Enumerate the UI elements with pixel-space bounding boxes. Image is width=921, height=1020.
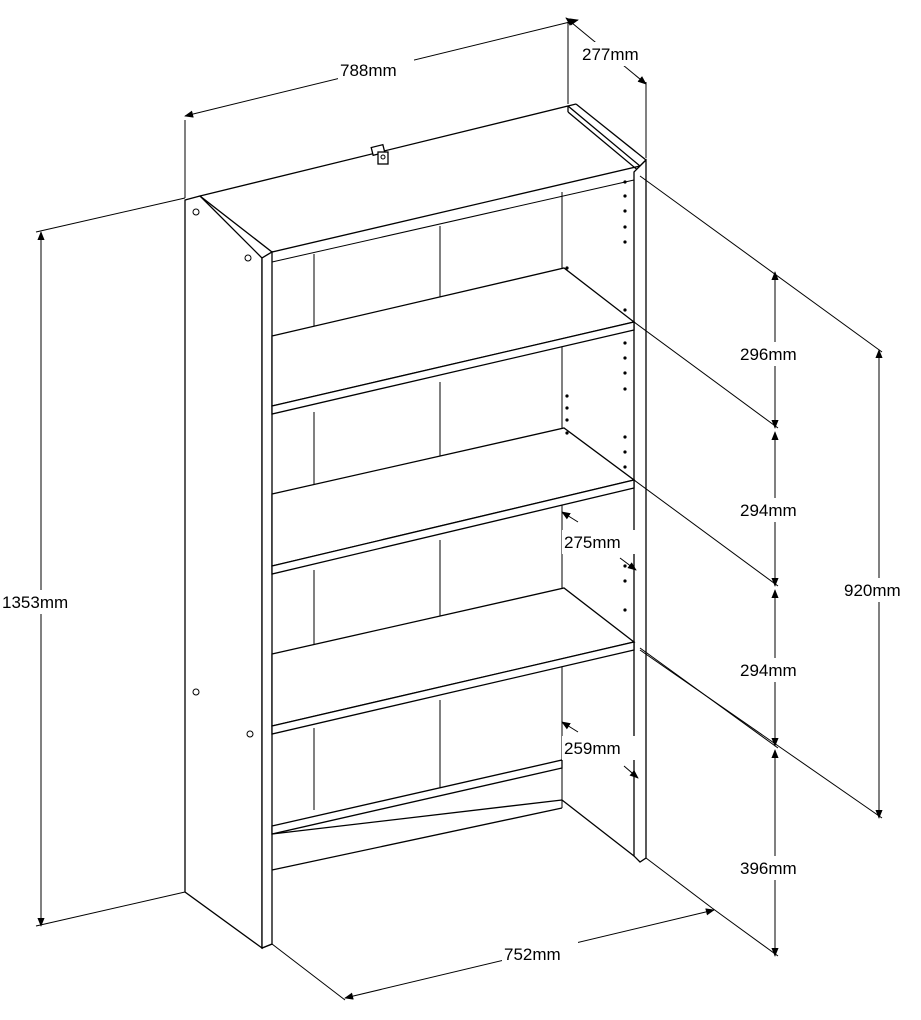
label-bottom-space: 396mm [740, 859, 797, 878]
cam-hole [192, 208, 200, 216]
label-shelf-depth-upper: 275mm [564, 533, 621, 552]
shelf-pin-holes [565, 180, 627, 612]
cam-hole [244, 254, 252, 262]
dimension-labels: 788mm 277mm 1353mm 296mm 294mm 294mm 396… [0, 42, 920, 966]
bottom-shelf [271, 759, 635, 871]
label-shelf-depth-lower: 259mm [564, 739, 621, 758]
label-adjustable-range: 920mm [844, 581, 901, 600]
label-shelf-1: 296mm [740, 345, 797, 364]
shelf-3 [271, 587, 636, 735]
label-total-height: 1353mm [2, 593, 68, 612]
left-side-panel [184, 195, 263, 950]
label-inner-width: 752mm [504, 945, 561, 964]
bookcase [184, 103, 647, 950]
cam-hole [192, 688, 200, 696]
shelf-1 [271, 267, 636, 415]
left-front-edge [261, 250, 273, 949]
wall-bracket-icon [370, 143, 389, 165]
label-shelf-2: 294mm [740, 501, 797, 520]
label-shelf-3: 294mm [740, 661, 797, 680]
cam-hole [246, 730, 254, 738]
label-top-width: 788mm [340, 61, 397, 80]
shelf-2 [271, 427, 636, 575]
top-panel [198, 105, 642, 253]
label-depth: 277mm [582, 45, 639, 64]
dimension-lines [35, 17, 883, 1001]
